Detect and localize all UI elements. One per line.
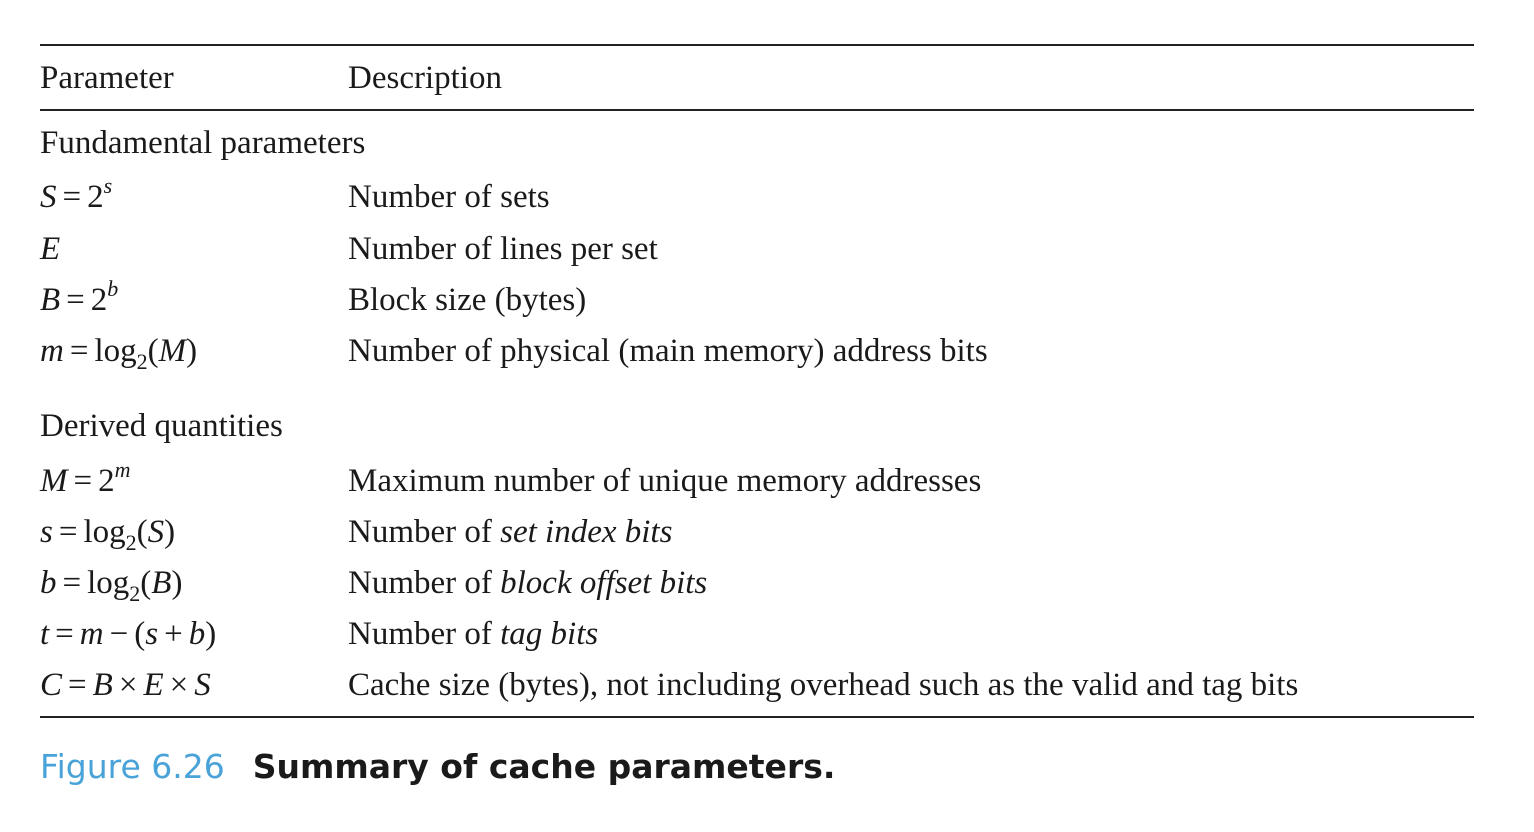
table-bottom-rule <box>40 716 1474 718</box>
desc-prefix: Number of <box>348 514 501 550</box>
desc-physical-address-bits: Number of physical (main memory) address… <box>348 333 988 369</box>
param-t: t=m−(s+b) <box>40 616 217 652</box>
header-description: Description <box>348 60 502 96</box>
desc-number-of-sets: Number of sets <box>348 179 550 215</box>
param-s: s=log2(S) <box>40 514 176 555</box>
param-m: m=log2(M) <box>40 333 198 374</box>
figure-title: Summary of cache parameters. <box>252 747 836 786</box>
param-S: S=2s <box>40 173 113 215</box>
param-M: M=2m <box>40 457 131 499</box>
desc-lines-per-set: Number of lines per set <box>348 231 658 267</box>
desc-prefix: Number of <box>348 565 501 601</box>
header-parameter: Parameter <box>40 60 174 96</box>
param-B: B=2b <box>40 276 119 318</box>
desc-block-offset-bits: Number of block offset bits <box>348 563 707 603</box>
desc-emphasis: block offset bits <box>500 565 708 601</box>
table-top-rule <box>40 44 1474 46</box>
desc-max-addresses: Maximum number of unique memory addresse… <box>348 463 982 499</box>
desc-block-size: Block size (bytes) <box>348 282 587 318</box>
desc-set-index-bits: Number of set index bits <box>348 512 672 552</box>
table-header-rule <box>40 109 1474 111</box>
param-C: C=B×E×S <box>40 667 211 703</box>
figure-caption: Figure 6.26 Summary of cache parameters. <box>40 745 835 789</box>
desc-tag-bits: Number of tag bits <box>348 614 598 654</box>
param-b: b=log2(B) <box>40 565 183 606</box>
desc-emphasis: tag bits <box>500 616 599 652</box>
param-E: E <box>40 231 61 267</box>
desc-prefix: Number of <box>348 616 501 652</box>
section-title-fundamental: Fundamental parameters <box>40 125 366 161</box>
section-title-derived: Derived quantities <box>40 408 283 444</box>
figure-label: Figure 6.26 <box>40 747 225 786</box>
desc-cache-size: Cache size (bytes), not including overhe… <box>348 667 1299 703</box>
desc-emphasis: set index bits <box>500 514 673 550</box>
